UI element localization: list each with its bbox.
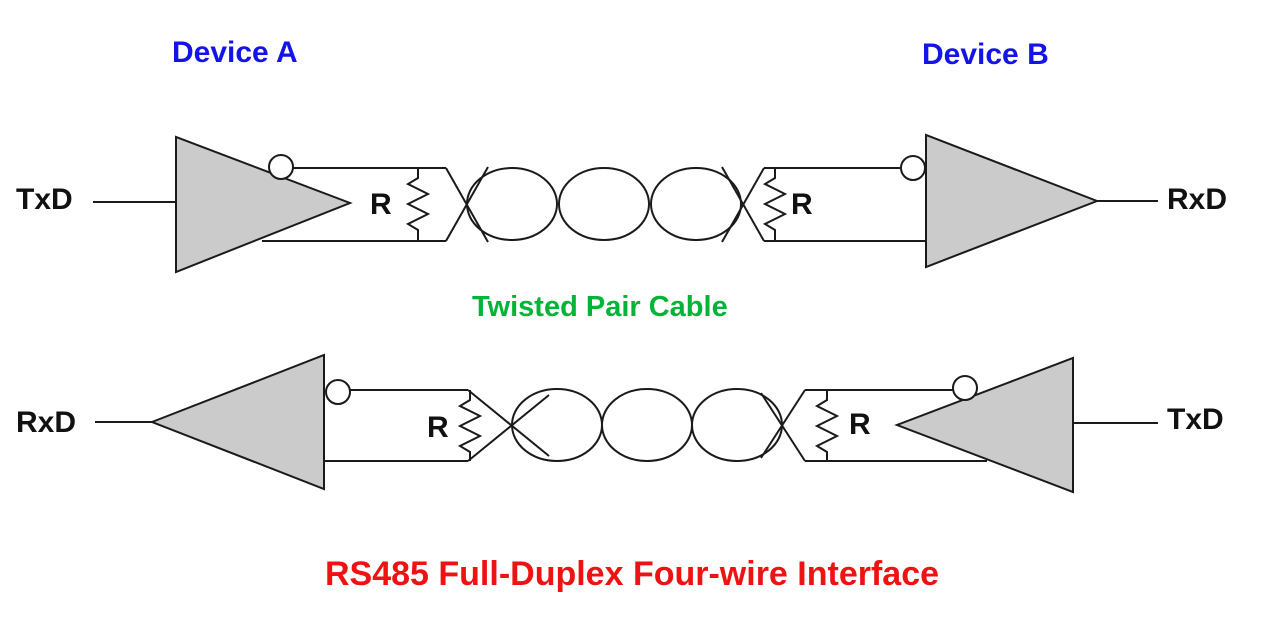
twisted-pair-cable-label: Twisted Pair Cable	[472, 291, 728, 323]
termination-resistor-top-right	[762, 168, 788, 241]
twist-loop	[601, 388, 693, 462]
top-channel	[93, 133, 1158, 274]
txd-b-label: TxD	[1167, 403, 1224, 436]
inversion-bubble-a-driver	[268, 154, 294, 180]
driver-triangle-a	[175, 135, 353, 274]
inversion-bubble-a-receiver	[325, 379, 351, 405]
inversion-bubble-b-driver	[952, 375, 978, 401]
receiver-triangle-b	[925, 133, 1100, 269]
device-a-label: Device A	[172, 36, 298, 69]
rxd-b-label: RxD	[1167, 183, 1228, 216]
twist-loop	[650, 167, 742, 241]
receiver-triangle-a	[149, 353, 325, 491]
termination-resistor-label-bottom-left: R	[427, 411, 449, 444]
termination-resistor-bottom-left	[457, 390, 483, 461]
twist-cross-right	[721, 166, 765, 242]
twist-loop	[558, 167, 650, 241]
termination-resistor-label-top-right: R	[791, 188, 813, 221]
driver-triangle-b	[894, 356, 1074, 494]
twist-cross-right	[760, 389, 806, 459]
rxd-a-label: RxD	[16, 406, 77, 439]
diagram-title: RS485 Full-Duplex Four-wire Interface	[324, 555, 940, 593]
twist-cross-right	[760, 392, 806, 462]
txd-a-label: TxD	[16, 183, 73, 216]
termination-resistor-bottom-right	[814, 390, 840, 461]
inversion-bubble-b-receiver	[900, 155, 926, 181]
device-b-label: Device B	[922, 38, 1049, 71]
twist-loop	[511, 388, 603, 462]
termination-resistor-label-bottom-right: R	[849, 408, 871, 441]
twist-loop	[466, 167, 558, 241]
twist-cross-left	[467, 394, 550, 462]
termination-resistor-label-top-left: R	[370, 188, 392, 221]
twist-loop	[691, 388, 783, 462]
termination-resistor-top-left	[405, 168, 431, 241]
twist-cross-left	[467, 389, 550, 457]
bottom-channel	[95, 353, 1158, 494]
